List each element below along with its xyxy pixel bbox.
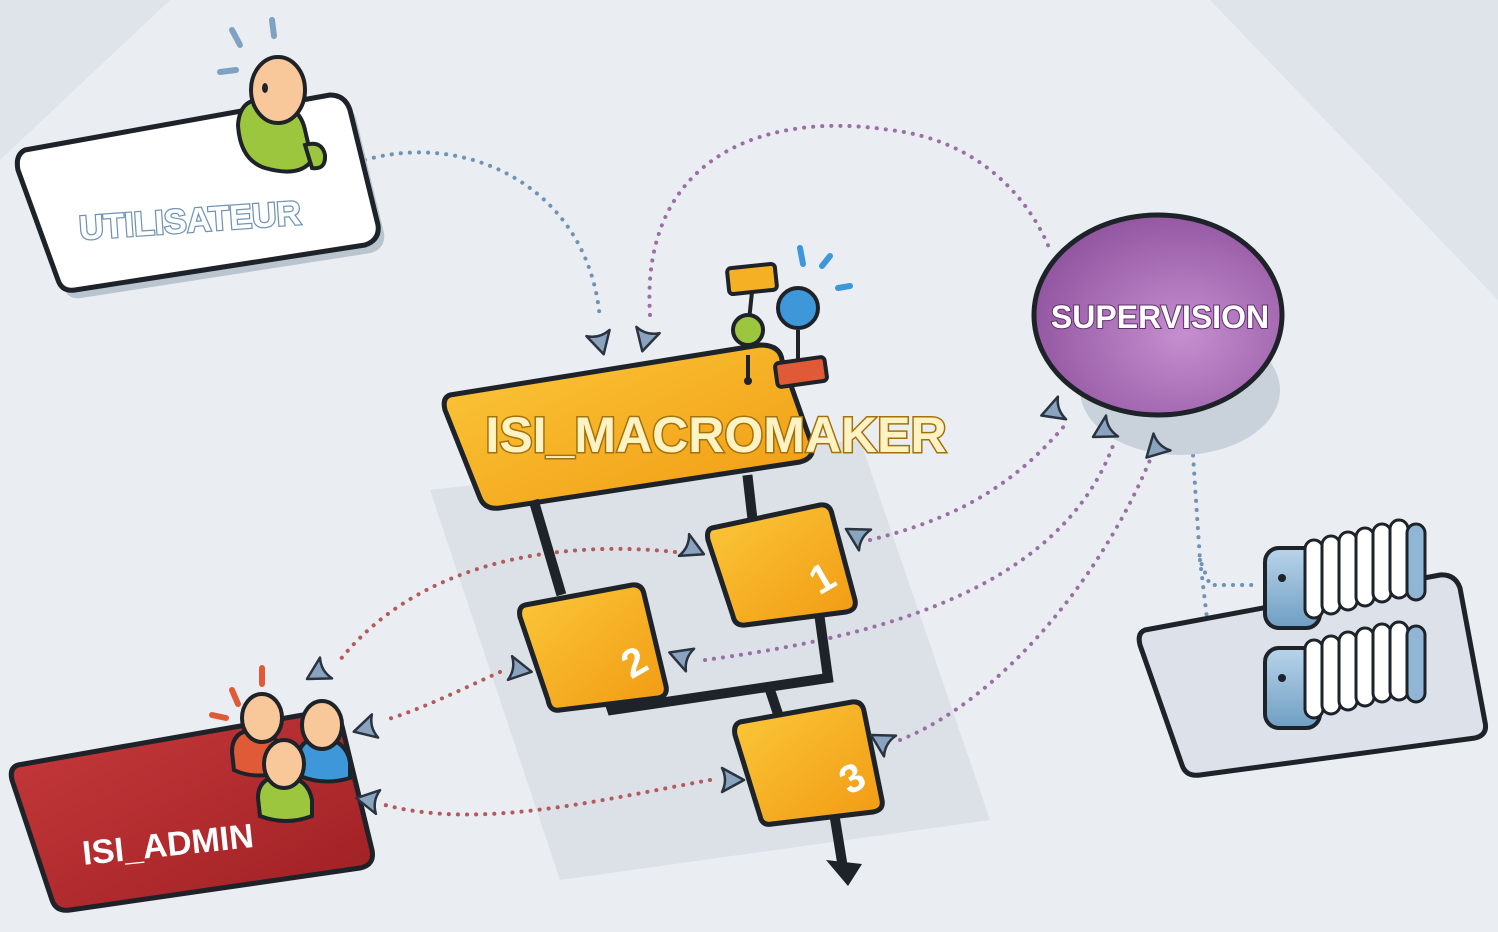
server-icon xyxy=(1263,518,1427,630)
supervision-node xyxy=(1031,212,1285,455)
step-1-node xyxy=(705,502,858,628)
macromaker-node xyxy=(441,342,815,511)
person-icon xyxy=(217,17,328,174)
workflow-icon xyxy=(725,245,853,389)
supervision-label: SUPERVISION xyxy=(1051,299,1269,335)
macromaker-label: ISI_MACROMAKER xyxy=(485,407,946,463)
group-icon xyxy=(209,665,352,823)
end-arrow xyxy=(826,860,862,886)
server-icon xyxy=(1263,620,1427,730)
step-2-node xyxy=(517,582,669,713)
step-3-node xyxy=(732,699,885,827)
